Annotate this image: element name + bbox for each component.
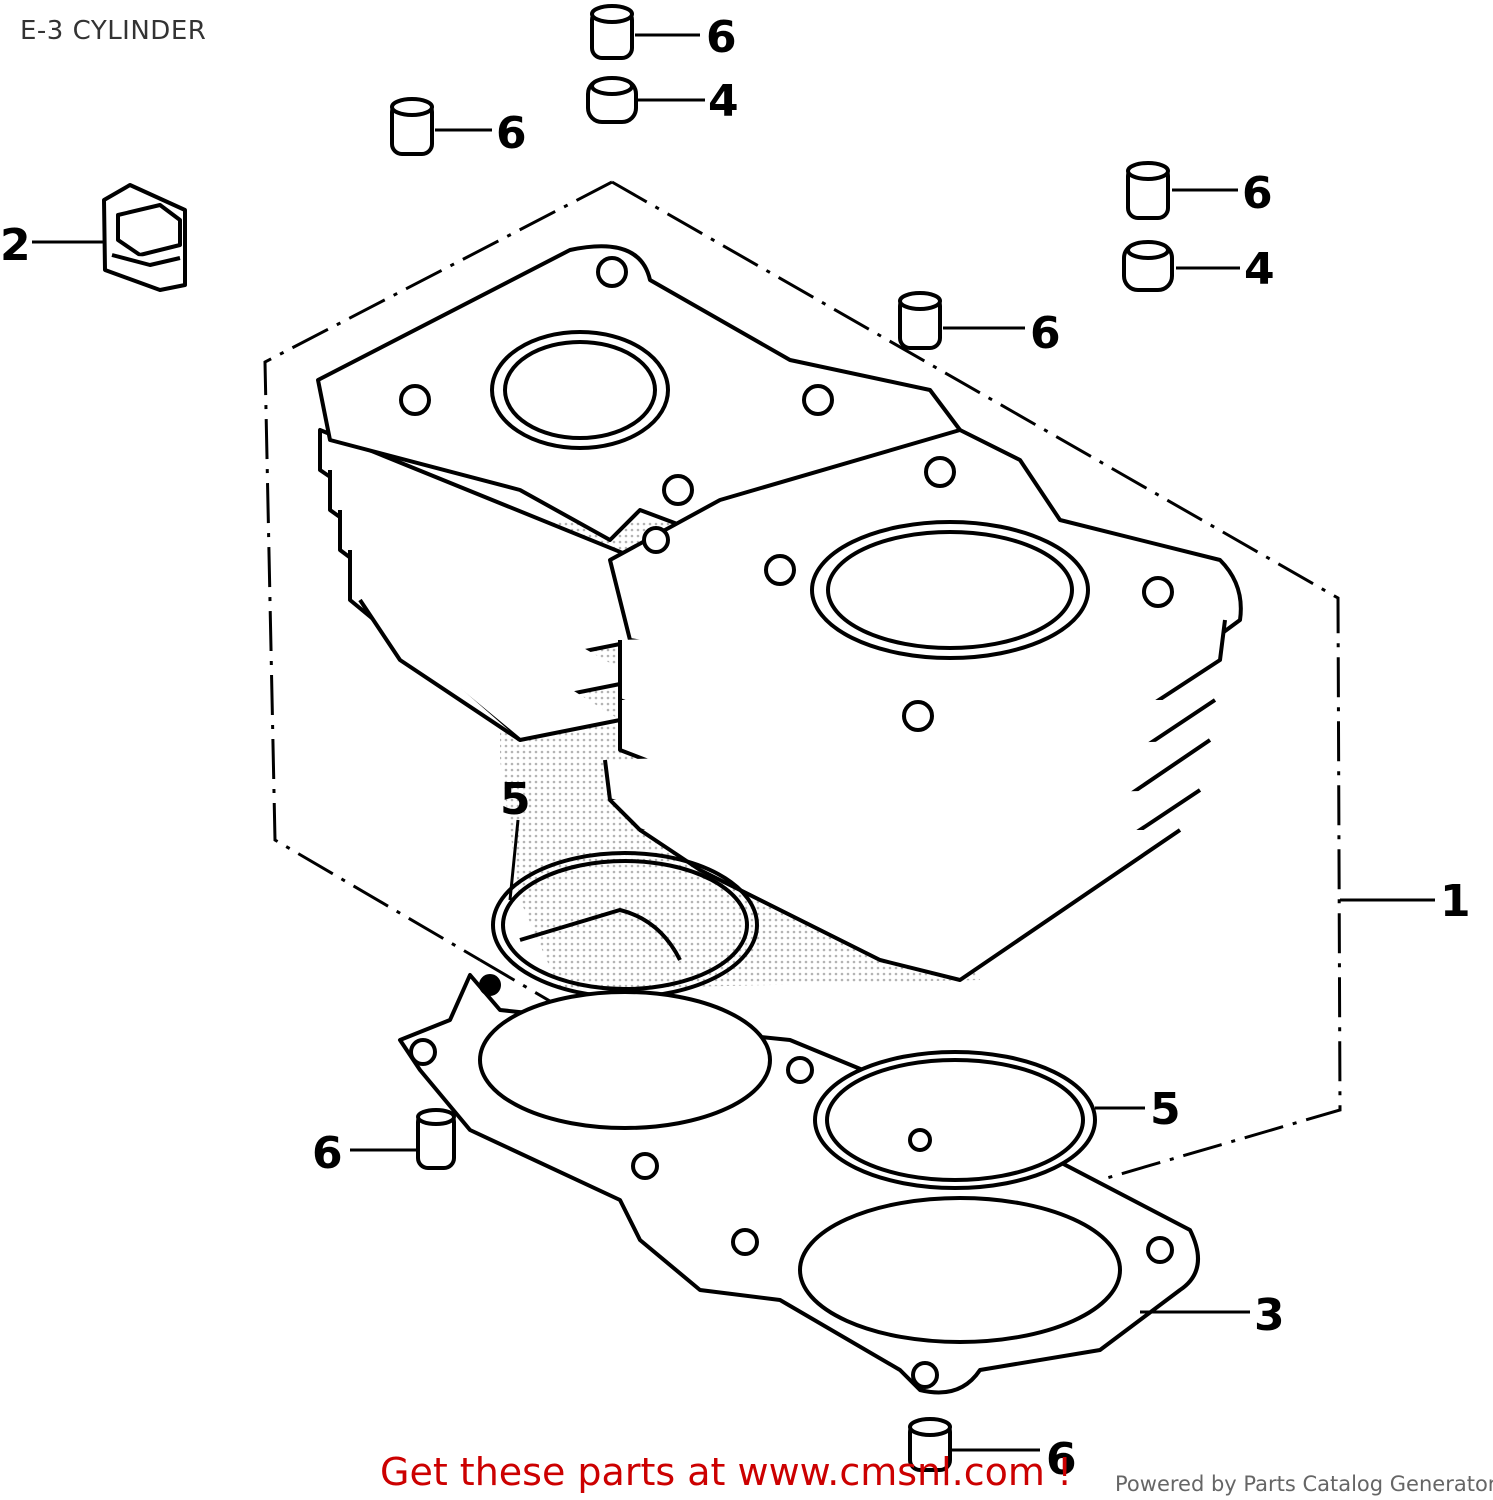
callout-6-top-center: 6 <box>706 12 737 63</box>
callout-5-lower: 5 <box>1150 1084 1181 1135</box>
dowel-pin-top-right <box>1126 161 1170 220</box>
dowel-pin-lower-left <box>416 1108 456 1170</box>
callout-2: 2 <box>0 220 31 271</box>
callout-6-top-right: 6 <box>1242 168 1273 219</box>
callout-4-top-center: 4 <box>708 76 739 127</box>
dowel-pin-mid-right <box>898 291 942 350</box>
callout-6-top-left: 6 <box>496 108 527 159</box>
dowel-pin-top-center <box>590 4 634 60</box>
callout-1: 1 <box>1440 876 1471 927</box>
oil-seal-right <box>1122 240 1174 292</box>
callout-6-mid-right: 6 <box>1030 308 1061 359</box>
dowel-pin-bottom <box>908 1417 952 1472</box>
cylinder-block <box>316 244 1243 982</box>
callout-4-right: 4 <box>1244 244 1275 295</box>
parts-store-link[interactable]: Get these parts at www.cmsnl.com ! <box>380 1450 1073 1494</box>
oil-seal-top-center <box>586 76 638 124</box>
clip-part <box>102 183 187 292</box>
callout-3: 3 <box>1254 1290 1285 1341</box>
leader-lines <box>32 33 1435 1452</box>
cylinder-base-gasket <box>398 973 1200 1395</box>
callout-6-lower-left: 6 <box>312 1128 343 1179</box>
diagram-title: E-3 CYLINDER <box>20 16 207 46</box>
powered-by-text: Powered by Parts Catalog Generator <box>1115 1472 1493 1496</box>
dowel-pin-top-left <box>390 97 434 156</box>
callout-6-bottom: 6 <box>1046 1434 1077 1485</box>
callout-5-upper: 5 <box>500 774 531 825</box>
